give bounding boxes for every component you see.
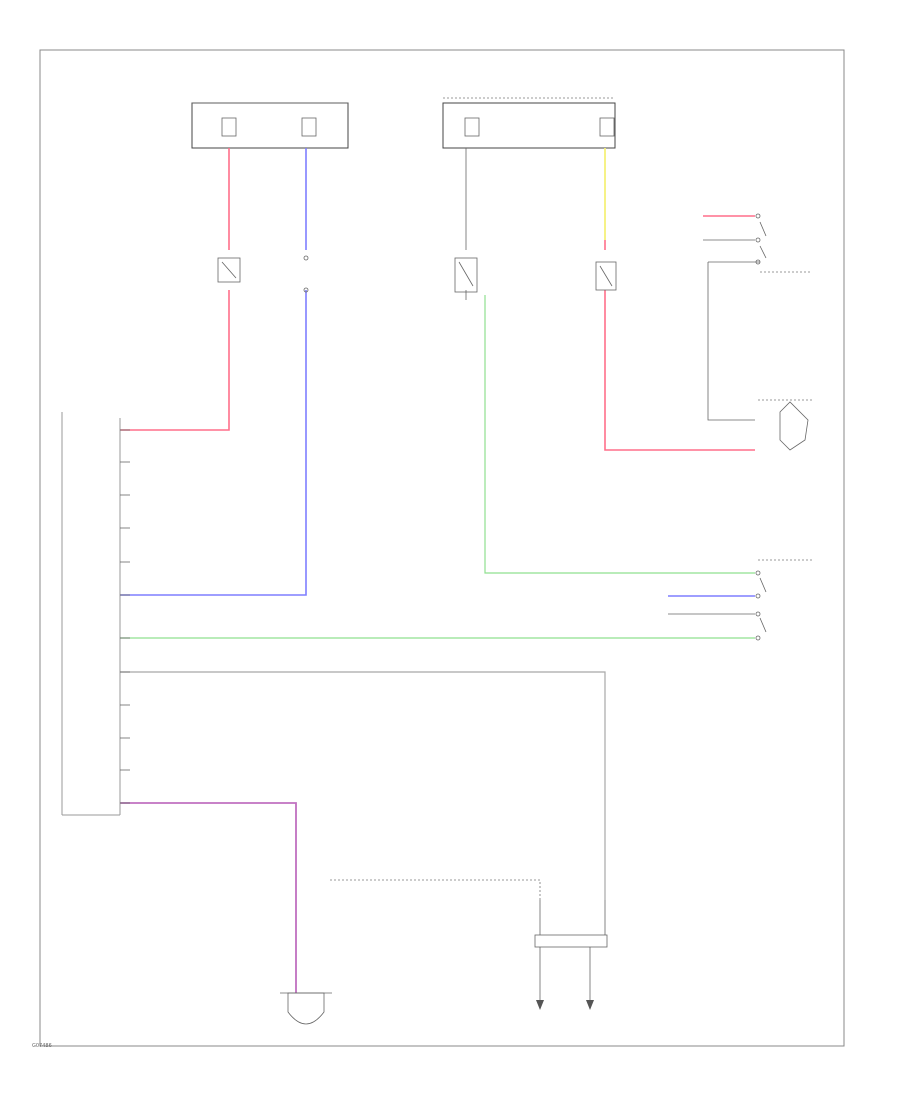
switch-left-blade (221, 261, 237, 279)
fuse-left-b (301, 117, 317, 137)
contact-bottom (303, 287, 309, 293)
ground-symbol-left (536, 1000, 544, 1010)
module-pins (120, 429, 130, 804)
fuse-right-b (599, 117, 615, 137)
contact-top (303, 255, 309, 261)
junction-block-left (191, 102, 349, 149)
junction-block-right (442, 102, 616, 149)
wire-purple (120, 802, 297, 993)
ground-symbol-right (586, 1000, 594, 1010)
sensor-right-icon (779, 401, 809, 451)
connector-a3 (755, 259, 761, 265)
diagram-frame (39, 49, 845, 1047)
footer-code: G07486 (32, 1043, 52, 1049)
wire-gray (120, 671, 606, 900)
fuse-right-a (464, 117, 480, 137)
switch-left (217, 257, 241, 283)
connector-b-links (759, 577, 767, 633)
buzzer-icon (287, 992, 325, 1025)
bottom-switch-body (534, 934, 608, 948)
connector-a2 (755, 237, 761, 243)
connector-a1 (755, 213, 761, 219)
wire-red-right (604, 240, 755, 451)
relay-right (595, 261, 617, 291)
connector-b1 (755, 570, 761, 576)
switch-center (454, 257, 478, 293)
connector-b4 (755, 635, 761, 641)
wire-red-left (120, 148, 230, 431)
connector-b2 (755, 593, 761, 599)
fuse-left-a (221, 117, 237, 137)
wire-blue (120, 148, 307, 596)
wire-black-d (707, 262, 755, 421)
connector-b3 (755, 611, 761, 617)
switch-center-blade (458, 261, 474, 287)
relay-right-blade (599, 265, 613, 287)
connector-a-links (759, 221, 767, 259)
wire-dotted-bottom (330, 879, 541, 900)
wire-green-upper (484, 295, 755, 574)
